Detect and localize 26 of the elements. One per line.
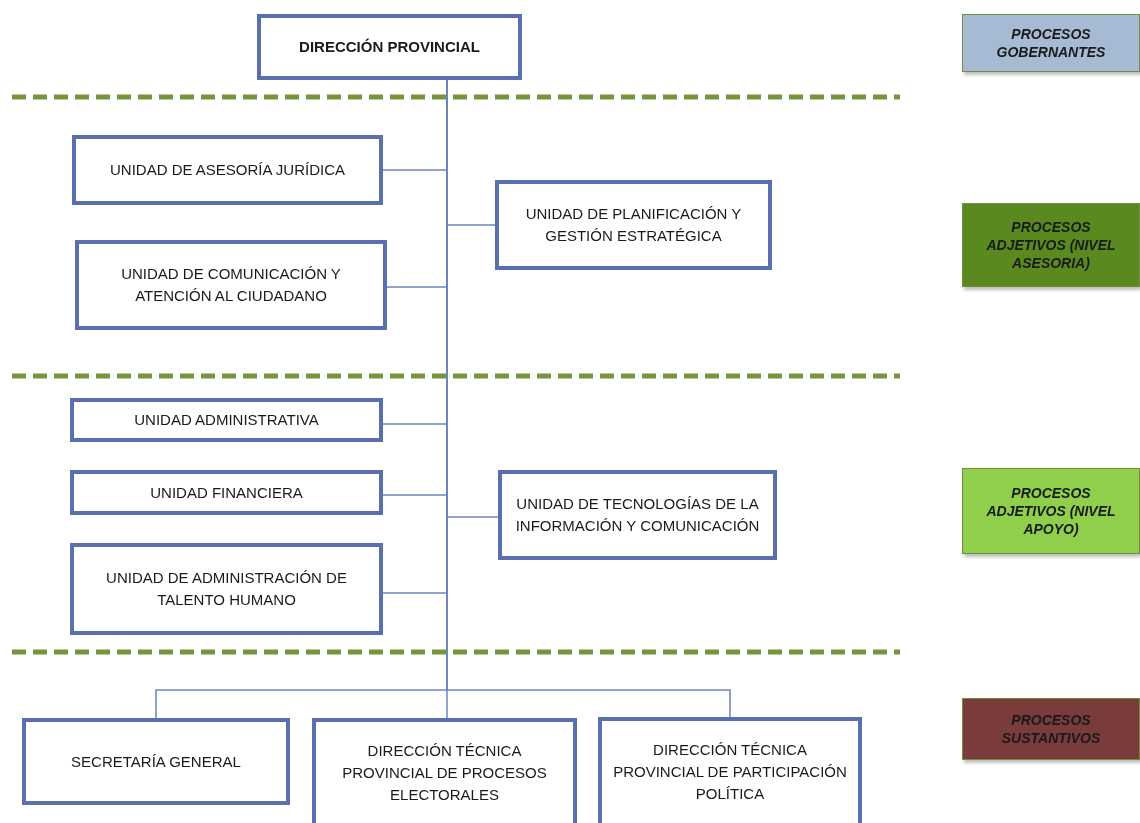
org-unit-box bbox=[22, 718, 290, 805]
org-unit-box bbox=[72, 135, 383, 205]
org-unit-box bbox=[312, 718, 577, 823]
unit-name: UNIDAD DE PLANIFICACIÓN Y GESTIÓN ESTRATÉGICA bbox=[524, 204, 743, 246]
unit-name: DIRECCIÓN TÉCNICA PROVINCIAL DE PROCESOS ELECTORALES bbox=[341, 741, 548, 805]
unit-name: UNIDAD DE ASESORÍA JURÍDICA bbox=[109, 160, 346, 181]
unit-name: UNIDAD ADMINISTRATIVA bbox=[134, 410, 319, 431]
unit-name: UNIDAD FINANCIERA bbox=[150, 482, 303, 503]
org-unit-box bbox=[495, 180, 772, 270]
unit-name: SECRETARÍA GENERAL bbox=[71, 751, 241, 772]
org-unit-box bbox=[70, 398, 383, 442]
org-unit-box bbox=[75, 240, 387, 330]
unit-name: DIRECCIÓN TÉCNICA PROVINCIAL DE PARTICIPACIÓN POLÍTICA bbox=[612, 740, 848, 804]
org-unit-box bbox=[257, 14, 522, 80]
process-level-key: PROCESOS GOBERNANTES bbox=[962, 14, 1140, 72]
unit-name: DIRECCIÓN PROVINCIAL bbox=[299, 37, 480, 58]
unit-name: UNIDAD DE COMUNICACIÓN Y ATENCIÓN AL CIUDADANO bbox=[120, 264, 342, 306]
unit-name: UNIDAD DE ADMINISTRACIÓN DE TALENTO HUMANO bbox=[105, 568, 348, 610]
org-unit-box bbox=[70, 543, 383, 635]
process-level-key: PROCESOS SUSTANTIVOS bbox=[962, 698, 1140, 760]
unit-name: UNIDAD DE TECNOLOGÍAS DE LA INFORMACIÓN Y COMUNICACIÓN bbox=[514, 494, 761, 536]
process-level-key: PROCESOS ADJETIVOS (NIVEL ASESORIA) bbox=[962, 203, 1140, 287]
org-unit-box bbox=[498, 470, 777, 560]
org-unit-box bbox=[598, 717, 862, 823]
process-level-key: PROCESOS ADJETIVOS (NIVEL APOYO) bbox=[962, 468, 1140, 554]
org-unit-box bbox=[70, 470, 383, 515]
